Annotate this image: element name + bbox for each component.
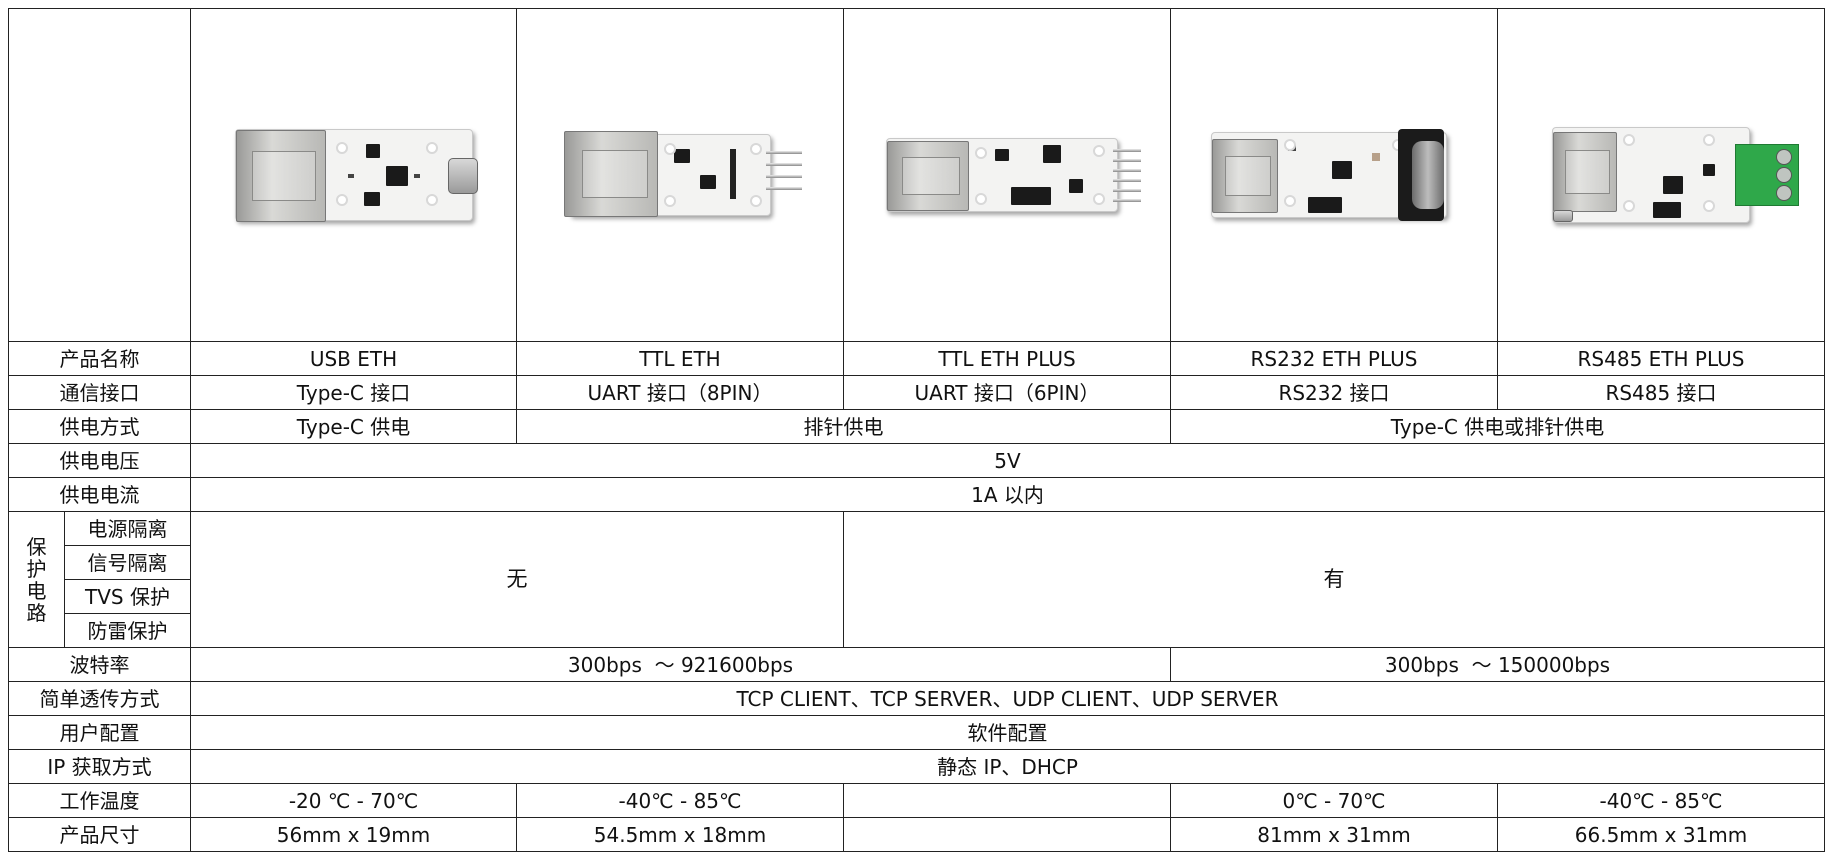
protection-yes-cell: 有 (843, 511, 1825, 648)
product-name: USB ETH (190, 341, 517, 376)
row-power-method: 供电方式 Type-C 供电 排针供电 Type-C 供电或排针供电 (8, 409, 1825, 444)
voltage-cell: 5V (190, 443, 1825, 478)
temp-cell: -40℃ - 85℃ (1497, 783, 1825, 818)
interface-cell: Type-C 接口 (190, 375, 517, 410)
product-name: TTL ETH (516, 341, 844, 376)
row-voltage: 供电电压 5V (8, 443, 1825, 478)
row-label: 简单透传方式 (8, 681, 191, 716)
row-label: 供电电流 (8, 477, 191, 512)
row-signal-isolation: 信号隔离 (9, 545, 1825, 580)
interface-cell: RS232 接口 (1170, 375, 1498, 410)
image-row (8, 8, 1825, 342)
row-label: TVS 保护 (64, 579, 191, 614)
rs232-eth-plus-board-icon (1211, 129, 1447, 221)
usb-eth-board-icon (234, 129, 478, 222)
power-method-cell: 排针供电 (516, 409, 1171, 444)
row-transparent: 简单透传方式 TCP CLIENT、TCP SERVER、UDP CLIENT、… (8, 681, 1825, 716)
current-cell: 1A 以内 (190, 477, 1825, 512)
row-label: 波特率 (8, 647, 191, 682)
row-label: 产品尺寸 (8, 817, 191, 852)
row-temp: 工作温度 -20 ℃ - 70℃ -40℃ - 85℃ 0℃ - 70℃ -40… (8, 783, 1825, 818)
size-cell: 81mm x 31mm (1170, 817, 1498, 852)
product-image-cell (190, 8, 517, 342)
interface-cell: RS485 接口 (1497, 375, 1825, 410)
protection-group-label: 保护电路 (8, 511, 65, 648)
spec-table: 产品名称 USB ETH TTL ETH TTL ETH PLUS RS232 … (8, 8, 1825, 852)
product-image-cell (1170, 8, 1498, 342)
product-name: RS485 ETH PLUS (1497, 341, 1825, 376)
product-name: RS232 ETH PLUS (1170, 341, 1498, 376)
row-label: 信号隔离 (64, 545, 191, 580)
ip-method-cell: 静态 IP、DHCP (190, 749, 1825, 784)
row-interface: 通信接口 Type-C 接口 UART 接口（8PIN） UART 接口（6PI… (8, 375, 1825, 410)
transparent-cell: TCP CLIENT、TCP SERVER、UDP CLIENT、UDP SER… (190, 681, 1825, 716)
protection-none-cell: 无 (190, 511, 844, 648)
ttl-eth-board-icon (564, 131, 802, 217)
size-cell: 54.5mm x 18mm (516, 817, 844, 852)
power-method-cell: Type-C 供电 (190, 409, 517, 444)
row-label: 用户配置 (8, 715, 191, 750)
size-cell: 66.5mm x 31mm (1497, 817, 1825, 852)
interface-cell: UART 接口（6PIN） (843, 375, 1171, 410)
temp-cell: -40℃ - 85℃ (516, 783, 844, 818)
row-user-config: 用户配置 软件配置 (8, 715, 1825, 750)
row-tvs: TVS 保护 (9, 579, 1825, 614)
row-label: 供电电压 (8, 443, 191, 478)
row-label: 供电方式 (8, 409, 191, 444)
product-image-cell (843, 8, 1171, 342)
row-size: 产品尺寸 56mm x 19mm 54.5mm x 18mm 81mm x 31… (8, 817, 1825, 852)
temp-cell: -20 ℃ - 70℃ (190, 783, 517, 818)
temp-cell (843, 783, 1171, 818)
row-power-isolation: 保护电路 电源隔离 无 有 (8, 511, 1825, 648)
size-cell (843, 817, 1171, 852)
size-cell: 56mm x 19mm (190, 817, 517, 852)
power-method-cell: Type-C 供电或排针供电 (1170, 409, 1825, 444)
row-current: 供电电流 1A 以内 (8, 477, 1825, 512)
interface-cell: UART 接口（8PIN） (516, 375, 844, 410)
row-label: 通信接口 (8, 375, 191, 410)
temp-cell: 0℃ - 70℃ (1170, 783, 1498, 818)
baud-cell: 300bps ～ 150000bps (1170, 647, 1825, 682)
row-label: 防雷保护 (64, 613, 191, 648)
row-label: IP 获取方式 (8, 749, 191, 784)
ttl-eth-plus-board-icon (886, 138, 1141, 212)
product-image-cell (516, 8, 844, 342)
rs485-eth-plus-board-icon (1552, 127, 1799, 223)
row-label: 工作温度 (8, 783, 191, 818)
product-image-cell (1497, 8, 1825, 342)
product-name: TTL ETH PLUS (843, 341, 1171, 376)
row-name: 产品名称 USB ETH TTL ETH TTL ETH PLUS RS232 … (8, 341, 1825, 376)
row-label: 电源隔离 (64, 511, 191, 546)
row-label: 产品名称 (8, 341, 191, 376)
row-baud: 波特率 300bps ～ 921600bps 300bps ～ 150000bp… (8, 647, 1825, 682)
row-ip-method: IP 获取方式 静态 IP、DHCP (8, 749, 1825, 784)
empty-corner-cell (8, 8, 191, 342)
user-config-cell: 软件配置 (190, 715, 1825, 750)
baud-cell: 300bps ～ 921600bps (190, 647, 1171, 682)
